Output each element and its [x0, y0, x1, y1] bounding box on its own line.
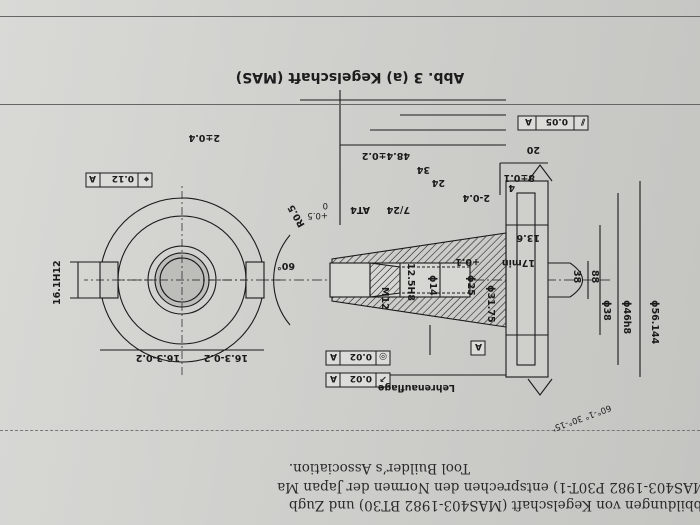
fcf-left-1-symbol: ◎ [379, 351, 387, 361]
dim-17min: 17min [502, 257, 535, 268]
dim-38: 38 [571, 270, 582, 284]
fcf-left-1-datum: A [330, 351, 337, 361]
dim-16-3b: 16.3-0.2 [136, 352, 180, 363]
side-view [100, 90, 641, 396]
figure-caption: Abb. 3 (a) Kegelschaft (MAS) [235, 69, 465, 85]
fcf-top-right [517, 115, 589, 131]
dim-24: 24 [431, 177, 445, 188]
fcf-end-view [85, 172, 153, 188]
fcf-end-view-symbol: ⌖ [143, 173, 150, 183]
dim-2: 2-0.4 [462, 192, 490, 203]
dim-angle-v: 60°-1° 30°-15' [551, 402, 612, 433]
fcf-top-right-symbol: ⫽ [580, 116, 586, 127]
dim-20: 20 [526, 144, 540, 155]
dim-13-6: 13.6 [516, 232, 540, 243]
fcf-left-2-symbol: ↗ [379, 373, 387, 383]
fcf-left-1 [325, 350, 391, 366]
dim-tol-0: 0 [323, 200, 328, 210]
dim-d-38: ϕ38 [601, 300, 612, 321]
dim-taper-tol: AT4 [350, 204, 370, 215]
datum-box [470, 340, 486, 356]
dim-d-25: ϕ25 [465, 275, 476, 296]
dim-r05: R0.5 [286, 203, 308, 229]
dim-16-3a: 16.3-0.2 [204, 352, 248, 363]
fcf-left-1-value: 0.02 [350, 351, 372, 361]
note-lehrenauflage: Lehrenauflage [378, 382, 455, 393]
fcf-top-right-datum: A [525, 116, 532, 126]
rule-bottom [0, 16, 700, 17]
dim-thread: M12 [379, 287, 390, 310]
end-view [70, 185, 280, 375]
dim-tol-05: +0.5 [307, 210, 328, 220]
dim-bore: 12.5H8 [405, 263, 416, 301]
dim-plus-01: +0.1 [455, 256, 480, 267]
dim-8: 8±0.1 [504, 172, 535, 183]
datum-label: A [475, 341, 482, 351]
dim-4: 4 [508, 182, 515, 193]
fcf-left-2 [325, 372, 391, 388]
fcf-left-2-datum: A [330, 373, 337, 383]
dim-16-1: 16.1H12 [52, 260, 63, 305]
fcf-end-view-datum: A [89, 173, 96, 183]
fcf-end-view-value: 0.12 [112, 173, 134, 183]
dim-34: 34 [416, 164, 430, 175]
dim-taper: 7/24 [386, 204, 410, 215]
fcf-left-2-value: 0.02 [350, 373, 372, 383]
dim-d-46: ϕ46h8 [621, 300, 632, 335]
rule-lower [0, 104, 700, 105]
dim-2-04: 2±0.4 [188, 132, 220, 143]
dim-d-31-75: ϕ31.75 [485, 285, 496, 323]
fcf-top-right-value: 0.05 [546, 116, 568, 126]
dim-d-flange: ϕ56.144 [649, 300, 660, 345]
dim-88: 88 [589, 270, 600, 284]
dim-48: 48.4±0.2 [362, 150, 410, 161]
dim-d-14: ϕ14 [427, 275, 438, 296]
dim-angle-60: 60° [277, 260, 295, 271]
